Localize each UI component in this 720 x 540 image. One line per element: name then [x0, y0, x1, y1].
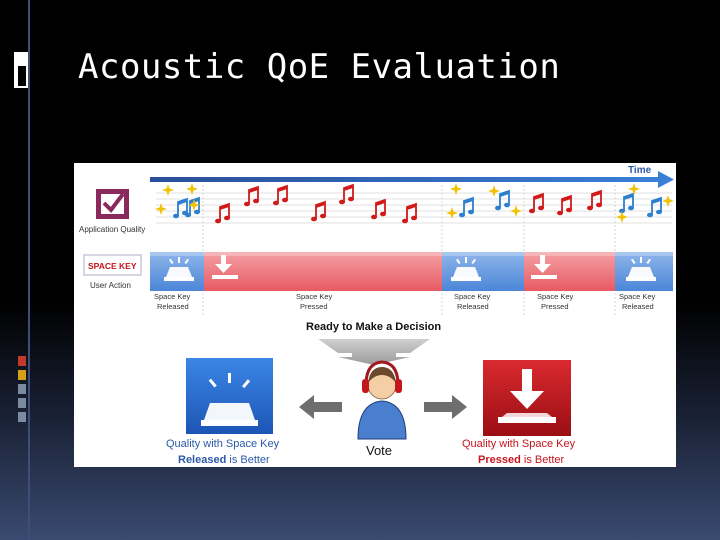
checkbox-icon [96, 189, 129, 219]
application-quality-label: Application Quality [79, 225, 145, 234]
user-action-label: User Action [90, 281, 131, 290]
music-note-icon [446, 183, 522, 219]
arrow-right-icon [424, 395, 467, 419]
pressed-caption-rest: is Better [521, 454, 565, 466]
time-arrow: Time [150, 165, 674, 188]
time-label: Time [628, 165, 652, 176]
decision-label: Ready to Make a Decision [306, 321, 441, 333]
phase-label-line2: Released [622, 302, 654, 311]
released-caption-line2: Released is Better [178, 454, 270, 466]
space-key-label: SPACE KEY [88, 261, 137, 271]
action-timeline [150, 252, 673, 291]
phase-label-line2: Released [157, 302, 189, 311]
space-key-pressed-icon [531, 255, 557, 279]
space-key-released-icon [626, 257, 656, 281]
slide-title: Acoustic QoE Evaluation [78, 47, 561, 87]
phase-label-line1: Space Key [454, 292, 491, 301]
phase-dividers [202, 185, 616, 317]
music-note-icon [214, 184, 418, 225]
arrow-left-icon [299, 395, 342, 419]
arrow-down-icon [318, 339, 430, 365]
space-key-pressed-icon [483, 360, 571, 436]
music-note-icon [155, 183, 201, 220]
left-rule [28, 0, 30, 540]
released-caption-line1: Quality with Space Key [166, 438, 280, 450]
phase-label-line1: Space Key [296, 292, 333, 301]
phase-label-line2: Released [457, 302, 489, 311]
phase-label-line1: Space Key [537, 292, 574, 301]
space-key-released-icon [186, 358, 273, 434]
pressed-caption-line1: Quality with Space Key [462, 438, 576, 450]
side-ticks [18, 356, 26, 426]
phase-label-line1: Space Key [619, 292, 656, 301]
phase-label-line1: Space Key [154, 292, 191, 301]
space-key-released-icon [451, 257, 481, 281]
released-caption-rest: is Better [226, 454, 270, 466]
title-bullet-mark [14, 52, 28, 88]
listener-headphones-icon [357, 360, 407, 440]
qoe-diagram: Time [74, 163, 676, 467]
pressed-caption-bold: Pressed [478, 454, 521, 466]
phase-label-line2: Pressed [300, 302, 328, 311]
released-caption-bold: Released [178, 454, 226, 466]
music-note-icon [528, 190, 603, 217]
phase-label-line2: Pressed [541, 302, 569, 311]
space-key-pressed-icon [212, 255, 238, 279]
vote-label: Vote [366, 443, 392, 458]
space-key-released-icon [164, 257, 194, 281]
pressed-caption-line2: Pressed is Better [478, 454, 565, 466]
